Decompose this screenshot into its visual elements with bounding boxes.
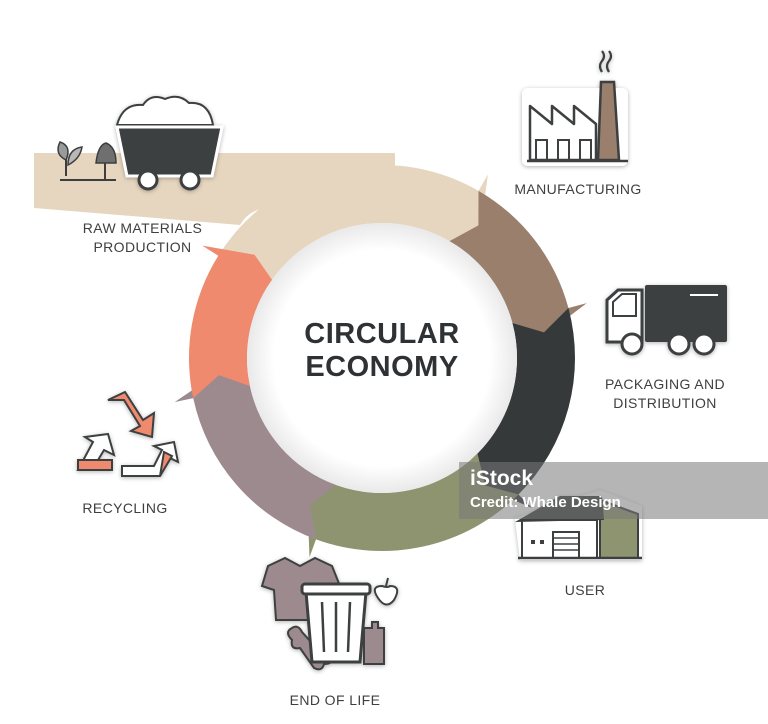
cycle-ring — [174, 165, 587, 558]
center-disc — [247, 223, 517, 493]
raw-materials-segment — [189, 165, 488, 392]
center-title-line1: CIRCULAR — [304, 318, 460, 350]
packaging-segment — [464, 308, 575, 508]
packaging-label-line2: DISTRIBUTION — [613, 395, 717, 411]
manufacturing-segment — [449, 190, 587, 336]
watermark-brand: iStock — [470, 467, 534, 490]
manufacturing-label: MANUFACTURING — [503, 180, 653, 199]
end-of-life-segment — [174, 372, 336, 540]
manufacturing-label-line1: MANUFACTURING — [514, 181, 642, 197]
end-of-life-label: END OF LIFE — [270, 691, 400, 710]
recycling-label: RECYCLING — [70, 499, 180, 518]
factory-icon — [522, 50, 628, 166]
raw-materials-label-line2: PRODUCTION — [93, 239, 192, 255]
user-label-line1: USER — [564, 582, 606, 598]
user-label: USER — [545, 581, 625, 600]
center-title-line2: ECONOMY — [305, 351, 459, 383]
trash-bin-icon — [260, 556, 399, 671]
recycling-icon — [76, 390, 180, 477]
end-of-life-label-line1: END OF LIFE — [289, 692, 381, 708]
plant-icon — [57, 141, 117, 181]
mine-cart-icon — [115, 95, 224, 191]
raw-materials-label: RAW MATERIALS PRODUCTION — [70, 219, 215, 257]
truck-icon — [605, 285, 727, 356]
watermark-banner: iStock Credit: Whale Design — [459, 462, 768, 519]
center-title: CIRCULAR ECONOMY — [282, 318, 482, 384]
packaging-label-line1: PACKAGING AND — [604, 376, 726, 392]
recycling-label-line1: RECYCLING — [82, 500, 168, 516]
watermark-credit: Credit: Whale Design — [470, 494, 621, 511]
packaging-label: PACKAGING AND DISTRIBUTION — [590, 375, 740, 413]
raw-materials-label-line1: RAW MATERIALS — [82, 220, 203, 236]
recycling-segment — [189, 245, 284, 399]
